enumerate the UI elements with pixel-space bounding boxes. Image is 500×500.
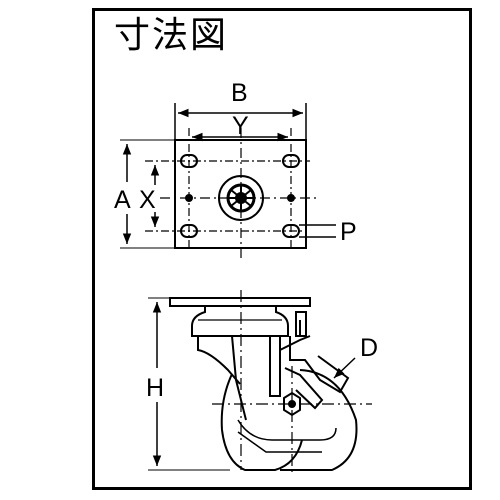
top-view [145, 128, 320, 258]
label-b: B [231, 79, 248, 107]
diagram-border [92, 8, 472, 490]
label-d: D [360, 334, 378, 362]
side-plate [169, 297, 311, 307]
label-h: H [146, 374, 164, 402]
dimension-d [333, 357, 356, 379]
wheel-right [280, 369, 358, 471]
diagram-title: 寸法図 [114, 15, 229, 56]
brake-lever [289, 336, 350, 394]
label-p: P [340, 218, 357, 246]
swivel-housing [191, 306, 289, 337]
side-view [169, 290, 372, 475]
dimension-a [120, 139, 175, 249]
wheel-outline [220, 373, 303, 471]
label-x: X [139, 186, 156, 214]
dimension-b [174, 103, 307, 140]
dimension-h [148, 297, 230, 471]
label-a: A [114, 186, 131, 214]
label-y: Y [232, 112, 249, 140]
dimension-p [299, 224, 336, 238]
